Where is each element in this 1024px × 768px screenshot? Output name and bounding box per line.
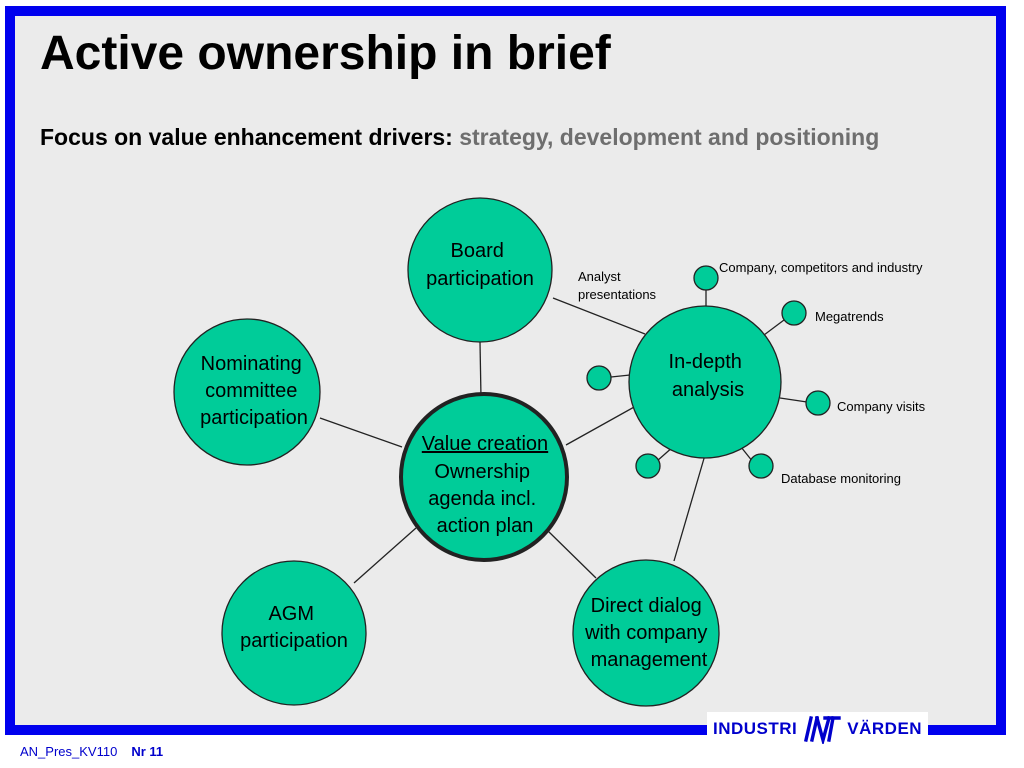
node-agm — [221, 560, 367, 706]
label-nominating: Nominating committee participation — [200, 353, 308, 429]
label-agm: AGM participation — [240, 603, 348, 652]
dot-visits — [805, 390, 831, 416]
connector-lines — [319, 290, 808, 584]
dot-company — [693, 265, 719, 291]
satellite-labels: Analyst presentations Company, competito… — [578, 260, 926, 486]
label-analysis: In-depth analysis — [669, 351, 748, 401]
node-labels: Board participation Nominating committee… — [200, 240, 748, 671]
brand-left-word: INDUSTRI — [713, 719, 798, 738]
node-analysis — [628, 305, 782, 459]
footer-info: AN_Pres_KV110 Nr 11 — [20, 744, 163, 759]
node-nominating — [173, 318, 321, 466]
connector-agm-center — [353, 527, 417, 584]
connector-nominating-center — [319, 417, 403, 448]
doc-id: AN_Pres_KV110 — [20, 744, 118, 759]
connector-analysis-center — [565, 405, 637, 446]
label-analyst: Analyst presentations — [578, 269, 657, 302]
label-board: Board participation — [426, 240, 534, 290]
industrivarden-logo-icon — [804, 715, 841, 744]
label-megatrends: Megatrends — [815, 309, 884, 324]
slide-subtitle: Focus on value enhancement drivers: stra… — [40, 124, 879, 151]
label-dialog: Direct dialog with company management — [584, 595, 713, 671]
subtitle-lead: Focus on value enhancement drivers: — [40, 124, 453, 150]
dot-megatrends — [781, 300, 807, 326]
connector-analysis-visits — [779, 397, 808, 403]
connector-analysis-left-dot — [610, 374, 631, 378]
slide-title: Active ownership in brief — [40, 27, 611, 80]
connector-analysis-dialog — [673, 454, 706, 562]
slide-frame — [5, 6, 1006, 735]
dot-database — [748, 453, 774, 479]
node-dialog — [572, 559, 720, 707]
connector-analysis-megatrends — [763, 319, 785, 336]
label-company: Company, competitors and industry — [719, 260, 923, 275]
connector-board-analysis — [552, 297, 646, 335]
dot-lower — [635, 453, 661, 479]
satellite-dots — [586, 265, 831, 479]
connector-dialog-center — [546, 529, 597, 579]
dot-left — [586, 365, 612, 391]
brand-right-word: VÄRDEN — [847, 719, 923, 738]
label-center-body: Ownership agenda incl. action plan — [428, 461, 541, 537]
connector-board-center — [479, 341, 482, 399]
label-center-heading: Value creation — [422, 433, 548, 455]
label-visits: Company visits — [837, 399, 926, 414]
label-database: Database monitoring — [781, 471, 901, 486]
footer-bar — [5, 727, 1006, 735]
subtitle-emphasis: strategy, development and positioning — [459, 124, 880, 150]
main-nodes — [173, 197, 782, 707]
brand-logo: INDUSTRI VÄRDEN — [707, 712, 929, 746]
page-number: Nr 11 — [131, 744, 164, 759]
node-center — [399, 392, 569, 562]
node-board — [407, 197, 553, 343]
